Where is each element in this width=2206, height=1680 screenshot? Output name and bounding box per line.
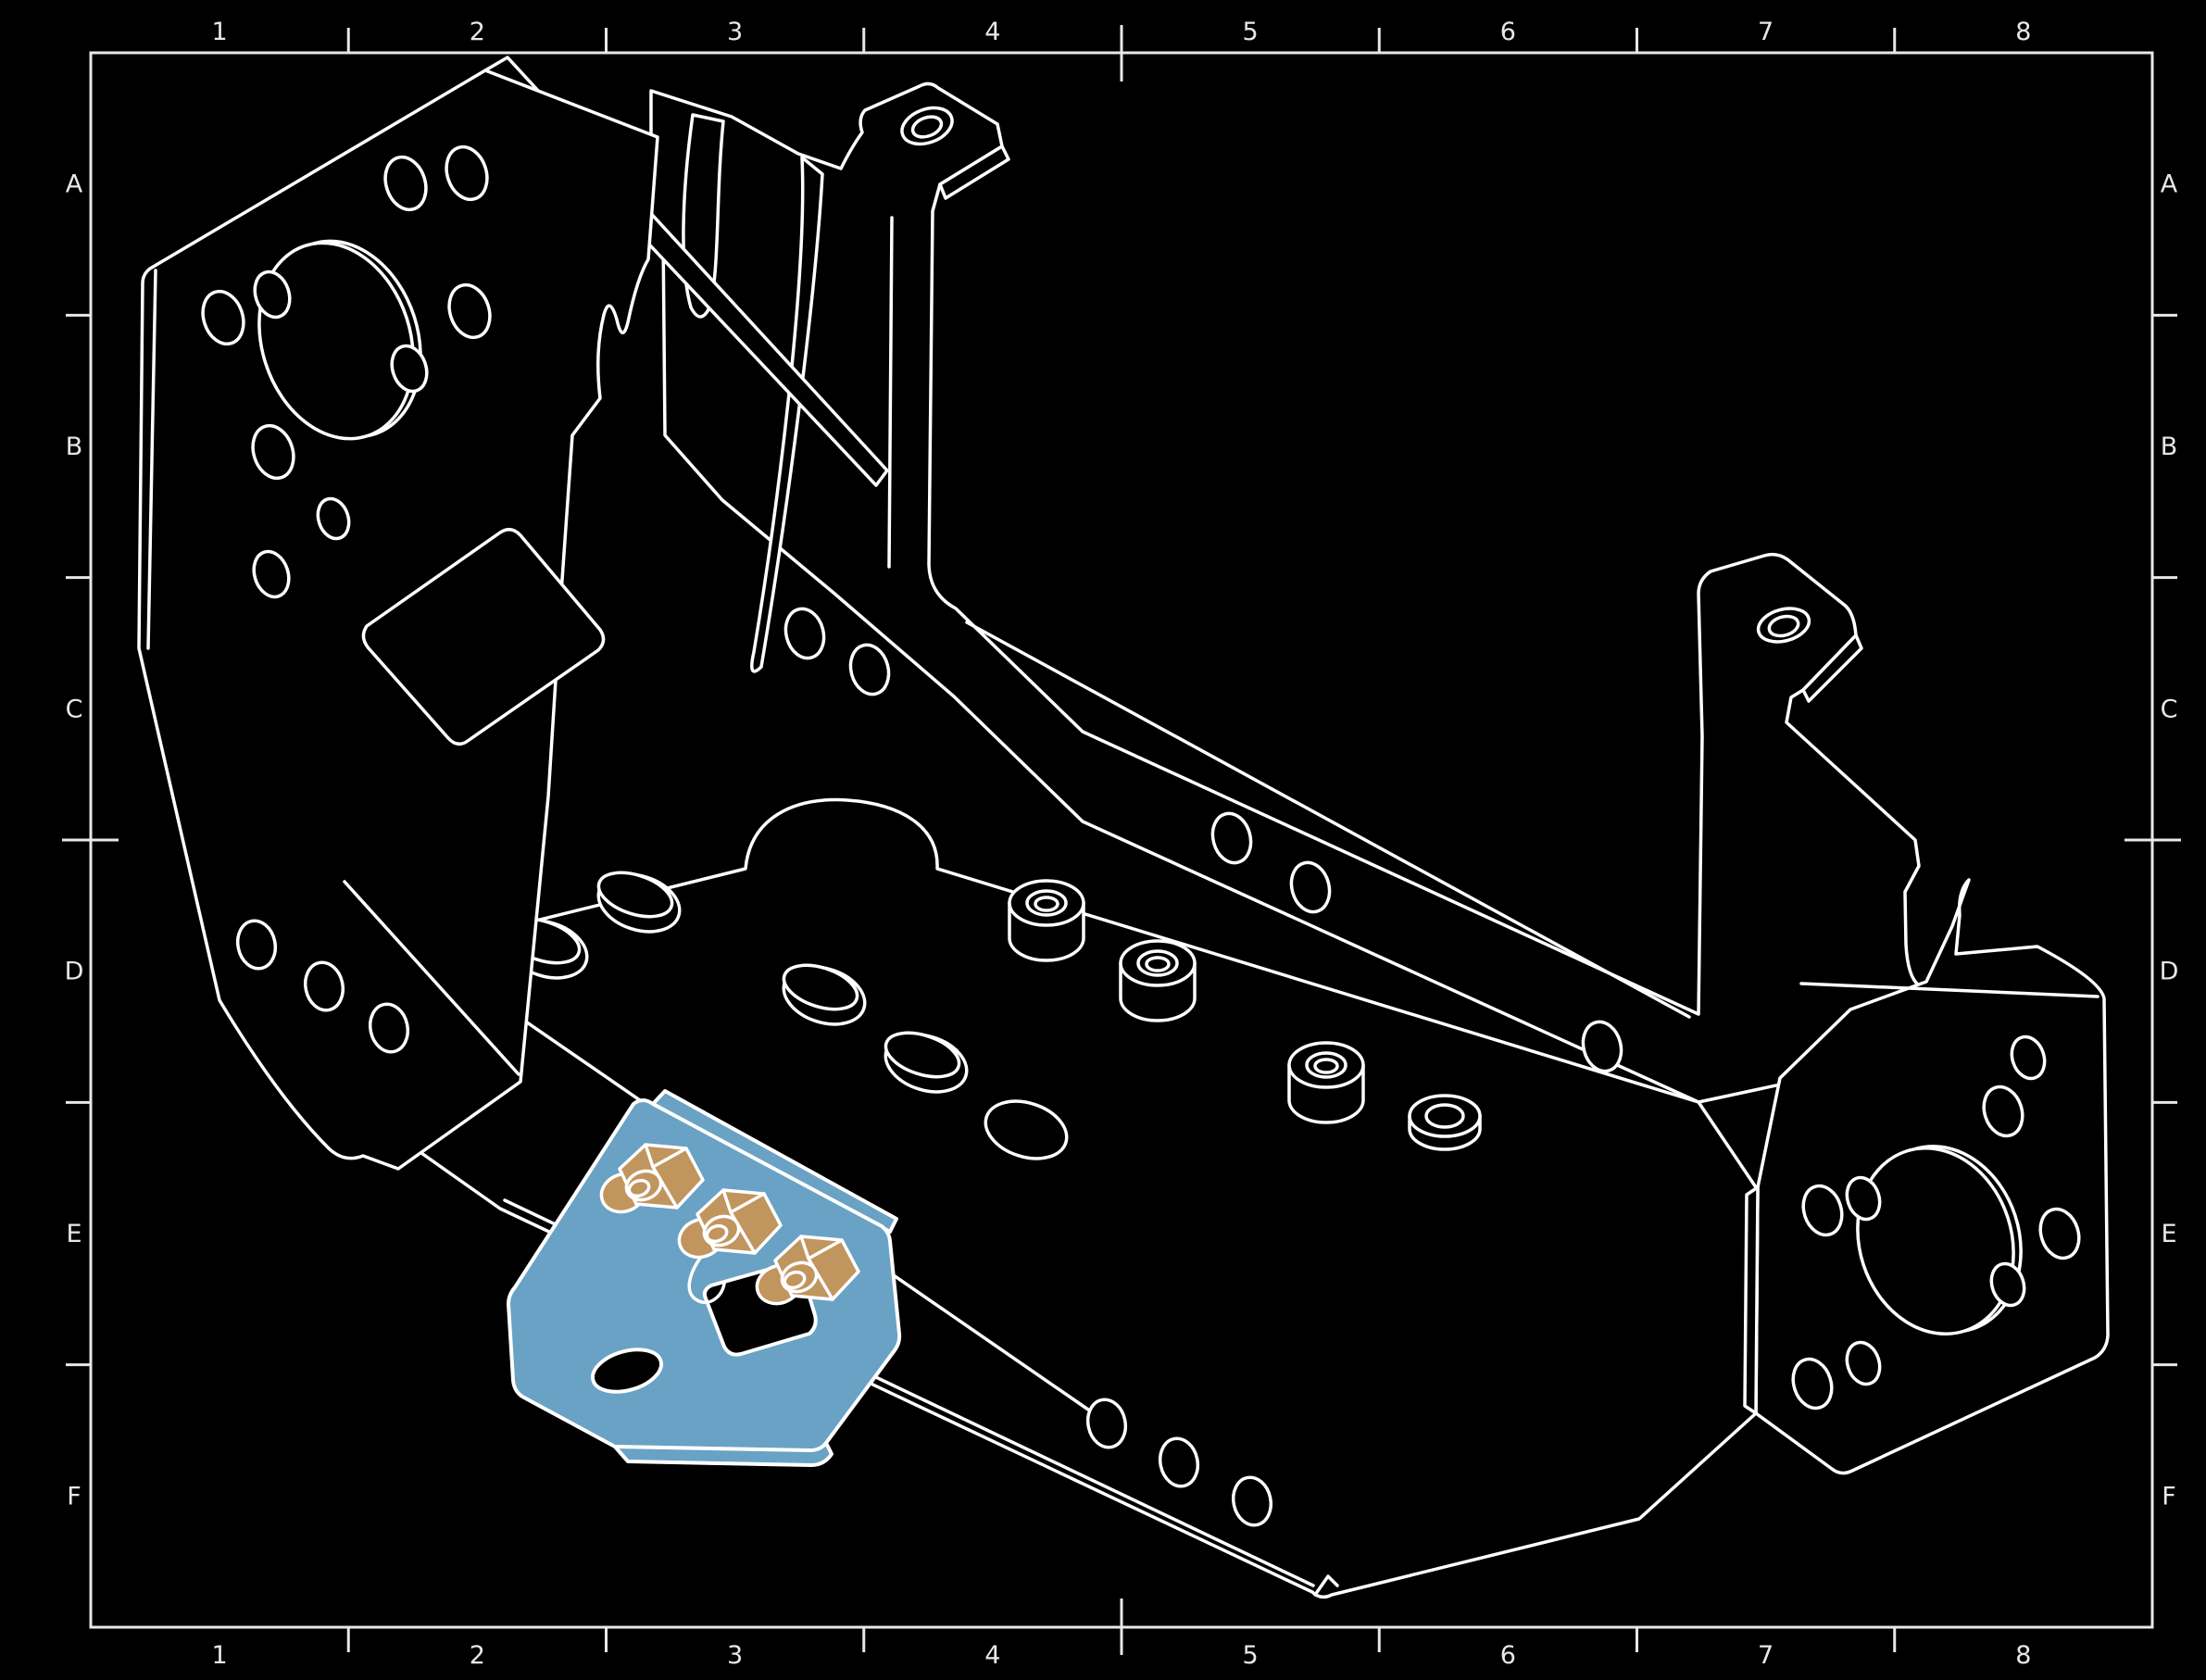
pan-wall-hole [1158, 1436, 1200, 1488]
hex-nut[interactable] [596, 1143, 705, 1218]
left-plate-tab [361, 527, 606, 746]
pan-tip-fold [1313, 1574, 1339, 1597]
right-plate-top-fold [1799, 982, 2099, 998]
left-flange-hole [235, 919, 278, 971]
left-plate-left-fold [146, 269, 157, 650]
grid-row-label-left: B [66, 433, 83, 461]
right-plate-left-fold [1743, 1185, 1760, 1415]
left-plate-holes [201, 144, 492, 599]
grid-column-label-top: 8 [2015, 18, 2031, 46]
grid-row-label-left: E [66, 1220, 81, 1248]
right-arm-hole-inner [1767, 614, 1800, 638]
left-flange-hole [303, 960, 345, 1012]
rail-hole [1581, 1020, 1623, 1073]
grid-column-label-bottom: 8 [2015, 1641, 2031, 1670]
rail-hole [848, 643, 891, 696]
grid-column-label-bottom: 2 [470, 1641, 485, 1670]
grid-column-label-top: 7 [1758, 18, 1774, 46]
grid-column-label-bottom: 7 [1758, 1641, 1774, 1670]
grid-row-label-left: D [65, 958, 84, 986]
bracket-hook-tab [687, 1247, 726, 1304]
grid-column-label-top: 6 [1500, 18, 1516, 46]
highlighted-bracket[interactable] [507, 1089, 902, 1467]
motor-hole [257, 241, 415, 441]
left-plate-bottom-fold [343, 880, 520, 1076]
grid-column-label-top: 3 [727, 18, 743, 46]
left-flange-hole [368, 1002, 410, 1054]
right-motor-hole [1856, 1146, 2015, 1336]
grid-row-label-right: A [2161, 170, 2178, 199]
bracket-oval-hole [591, 1348, 663, 1394]
grid-column-label-bottom: 1 [212, 1641, 228, 1670]
bracket-bottom-flange [613, 1441, 834, 1467]
grid-row-label-right: D [2160, 958, 2179, 986]
center-arm-hole-inner [910, 115, 944, 139]
grid-column-label-top: 5 [1243, 18, 1259, 46]
nut-bore [705, 1223, 729, 1244]
rail-hole [783, 607, 826, 660]
left-plate [137, 56, 889, 1171]
grid-row-label-left: F [67, 1482, 81, 1511]
hex-nut[interactable] [752, 1235, 860, 1310]
nut-washer [780, 1260, 819, 1294]
right-plate-holes [1791, 1034, 2081, 1410]
rail-hole [1210, 811, 1253, 865]
grid-column-label-top: 1 [212, 18, 228, 46]
grid-row-label-left: C [66, 695, 83, 723]
grid-column-label-bottom: 4 [984, 1641, 1000, 1670]
center-arm-left-edge [887, 216, 894, 569]
pan-wall-hole [1231, 1475, 1273, 1527]
grid-column-label-top: 4 [984, 18, 1000, 46]
center-arm-head-fold [938, 144, 1010, 200]
grid-row-label-right: B [2161, 433, 2178, 461]
pan-wall-hole [1085, 1398, 1128, 1449]
grid-column-label-top: 2 [470, 18, 485, 46]
hex-nut[interactable] [674, 1188, 783, 1263]
rail-fold-line [965, 621, 1691, 1019]
nut-washer [624, 1169, 663, 1202]
grid-row-label-right: F [2162, 1482, 2176, 1511]
grid-column-label-bottom: 3 [727, 1641, 743, 1670]
grid-column-label-bottom: 6 [1500, 1641, 1516, 1670]
nut-washer [702, 1214, 741, 1247]
relief-cut-blade [750, 156, 824, 673]
hex-nuts[interactable] [596, 1143, 860, 1310]
grid-row-label-right: E [2161, 1220, 2176, 1248]
bottom-pan-outline [220, 797, 1758, 1599]
right-plate [1743, 878, 2110, 1475]
nut-bore [783, 1270, 807, 1290]
grid-row-label-right: C [2161, 695, 2178, 723]
grid-ticks [62, 25, 2181, 1655]
chassis-frame-outline [137, 56, 2110, 1599]
rail-hole [1289, 860, 1332, 914]
grid-column-label-bottom: 5 [1243, 1641, 1259, 1670]
upper-rail [649, 81, 1946, 1104]
grid-row-label-left: A [66, 170, 83, 199]
nut-bore [627, 1178, 651, 1198]
right-arm-head-fold [1801, 633, 1863, 703]
standoff-bosses [1008, 879, 1482, 1151]
